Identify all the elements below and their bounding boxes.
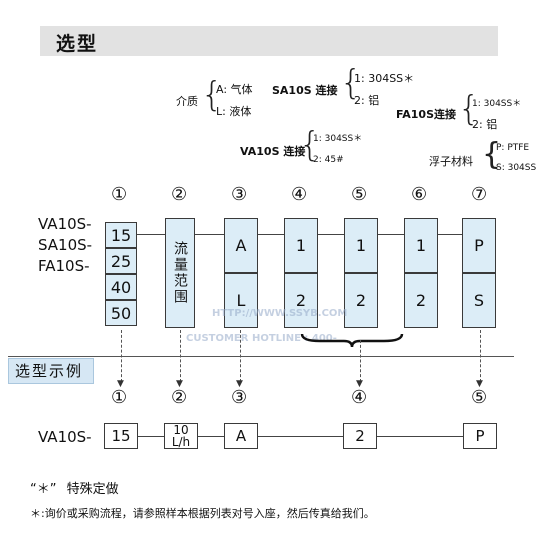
arrow-down-icon: ▼ — [236, 379, 243, 389]
medium-label: 介质 — [176, 95, 198, 108]
va10s-connection-box-2: 2 — [284, 273, 318, 328]
example-flow-unit: L/h — [171, 435, 191, 449]
fa10s-option-1: 1: 304SS＊ — [472, 99, 522, 109]
column-number-6: ⑥ — [411, 184, 428, 205]
title-bar: 选型 — [40, 26, 498, 56]
arrow-down-icon: ▼ — [356, 379, 363, 389]
guide-line-3 — [240, 330, 241, 382]
arrow-down-icon: ▼ — [176, 379, 183, 389]
size-box-50: 50 — [105, 300, 137, 326]
star-note-text: 特殊定做 — [66, 482, 119, 497]
float-box-s: S — [462, 273, 496, 328]
medium-brace: { — [201, 75, 223, 115]
va10s-connection-box-1: 1 — [284, 218, 318, 273]
fa10s-connection-label: FA10S连接 — [396, 108, 456, 121]
float-material-label: 浮子材料 — [429, 155, 473, 168]
column-number-5: ⑤ — [351, 184, 368, 205]
star-symbol: “＊” — [30, 482, 57, 497]
example-connection-box: 2 — [343, 423, 377, 449]
example-number-4: ④ — [351, 387, 368, 408]
column-number-2: ② — [171, 184, 188, 205]
va10s-option-1: 1: 304SS＊ — [313, 134, 363, 144]
fa10s-connection-box-1: 1 — [404, 218, 438, 273]
float-option-s: S: 304SS — [496, 163, 537, 173]
column-number-3: ③ — [231, 184, 248, 205]
float-option-p: P: PTFE — [496, 143, 530, 153]
footer-note: ＊:询价或采购流程，请参照样本根据列表对号入座，然后传真给我们。 — [30, 507, 375, 520]
model-sa10s: SA10S- — [38, 236, 93, 254]
medium-option-a: A: 气体 — [216, 83, 253, 96]
size-box-40: 40 — [105, 274, 137, 300]
sa10s-option-2: 2: 铝 — [354, 94, 380, 107]
sa10s-connection-label: SA10S 连接 — [272, 84, 338, 97]
guide-line-1 — [121, 330, 122, 382]
medium-box-a: A — [224, 218, 258, 273]
guide-line-2 — [180, 330, 181, 382]
example-model: VA10S- — [38, 428, 92, 446]
example-size-box: 15 — [104, 423, 138, 449]
medium-option-l: L: 液体 — [216, 105, 252, 118]
watermark-hotline: CUSTOMER HOTLINE : 400- — [186, 333, 337, 344]
column-number-4: ④ — [291, 184, 308, 205]
example-number-1: ① — [111, 387, 128, 408]
example-flow-box: 10 L/h — [164, 423, 198, 449]
model-list: VA10S- SA10S- FA10S- — [38, 214, 92, 277]
size-box-25: 25 — [105, 248, 137, 274]
fa10s-option-2: 2: 铝 — [472, 118, 498, 131]
fa10s-connection-box-2: 2 — [404, 273, 438, 328]
va10s-option-2: 2: 45# — [313, 155, 344, 165]
arrow-down-icon: ▼ — [476, 379, 483, 389]
example-number-3: ③ — [231, 387, 248, 408]
arrow-down-icon: ▼ — [117, 379, 124, 389]
star-note: “＊” 特殊定做 — [30, 478, 119, 497]
guide-line-5 — [480, 330, 481, 382]
sa10s-connection-box-2: 2 — [344, 273, 378, 328]
curly-brace-shape — [300, 333, 404, 348]
medium-box-l: L — [224, 273, 258, 328]
example-medium-box: A — [224, 423, 258, 449]
flow-range-box: 流量范围 — [165, 218, 195, 328]
guide-line-4 — [360, 340, 361, 382]
example-number-2: ② — [171, 387, 188, 408]
model-fa10s: FA10S- — [38, 257, 90, 275]
sa10s-option-1: 1: 304SS＊ — [354, 72, 415, 85]
example-float-box: P — [463, 423, 497, 449]
example-flow-value: 10 — [173, 423, 189, 437]
column-number-1: ① — [111, 184, 128, 205]
sa10s-connection-box-1: 1 — [344, 218, 378, 273]
section-divider — [8, 356, 514, 357]
sa10s-brace: { — [340, 63, 362, 103]
size-box-15: 15 — [105, 222, 137, 248]
va10s-connection-label: VA10S 连接 — [240, 145, 306, 158]
example-section-label: 选型示例 — [8, 358, 94, 384]
example-number-5: ⑤ — [471, 387, 488, 408]
float-brace: { — [482, 137, 502, 172]
page-title: 选型 — [56, 33, 99, 55]
example-connector-line — [138, 436, 464, 437]
column-number-7: ⑦ — [471, 184, 488, 205]
model-va10s: VA10S- — [38, 215, 92, 233]
fa10s-brace: { — [458, 89, 480, 129]
float-box-p: P — [462, 218, 496, 273]
va10s-brace: { — [299, 125, 321, 165]
watermark-url: HTTP://WWW.SSYB.COM — [212, 308, 348, 319]
